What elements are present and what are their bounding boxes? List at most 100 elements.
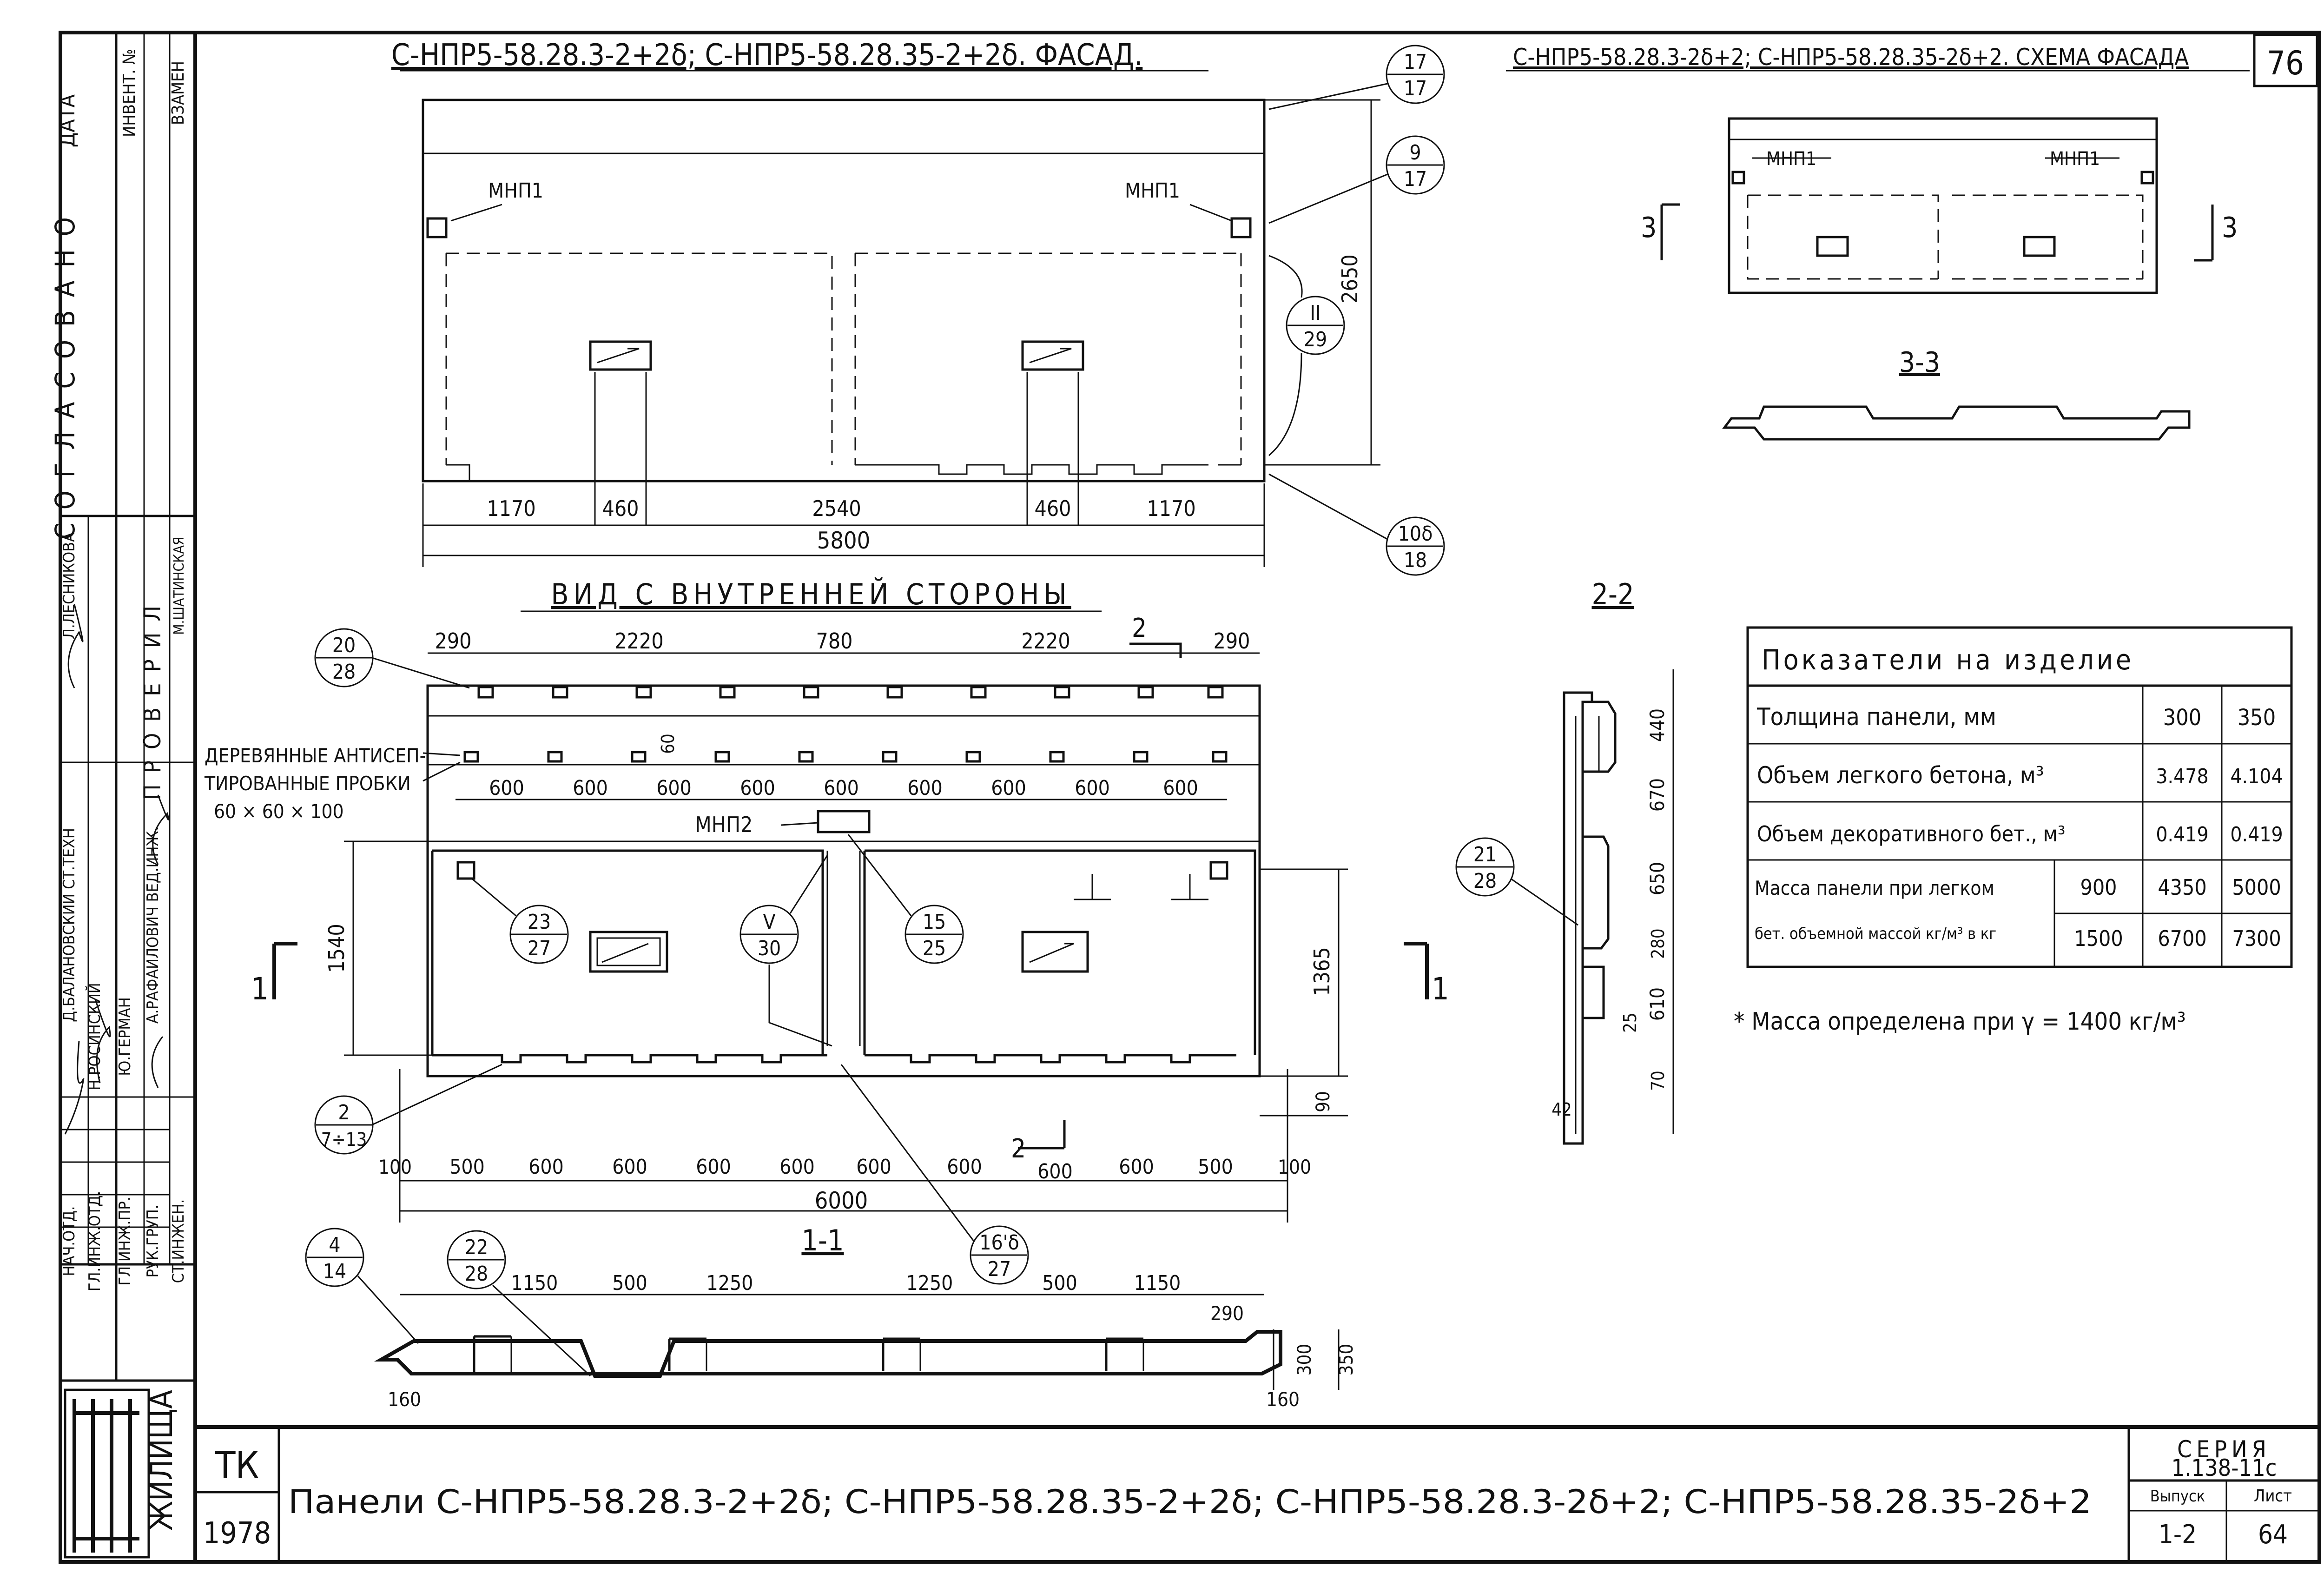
inner-row-dim-4: 600 bbox=[740, 776, 775, 800]
plug-top-8 bbox=[1054, 686, 1070, 699]
inner-section-1-left: 1 bbox=[251, 971, 269, 1007]
inner-row-dim-7: 600 bbox=[991, 776, 1026, 800]
inner-bot-dim-12: 100 bbox=[1278, 1156, 1311, 1178]
stamp-name-6: Л.ЛЕСНИКОВА bbox=[60, 532, 79, 639]
table-row-5-v2: 7300 bbox=[2232, 926, 2281, 951]
plug-row-8 bbox=[1049, 751, 1065, 763]
svg-text:27: 27 bbox=[988, 1257, 1011, 1281]
scheme-section-title: 3-3 bbox=[1899, 346, 1940, 379]
stamp-role-5: СТ.ИНЖЕН. bbox=[169, 1199, 188, 1283]
svg-text:4: 4 bbox=[329, 1233, 340, 1257]
stamp-replaces: ВЗАМЕН bbox=[169, 61, 188, 125]
inner-dim-1540: 1540 bbox=[324, 924, 349, 972]
svg-text:7÷13: 7÷13 bbox=[321, 1129, 367, 1150]
plug-row-1 bbox=[463, 751, 479, 763]
plug-top-10 bbox=[1207, 686, 1224, 699]
inner-dim-90: 90 bbox=[1313, 1091, 1334, 1112]
plug-top-5 bbox=[803, 686, 819, 699]
table-row-4-sub: 900 bbox=[2080, 875, 2117, 900]
svg-text:14: 14 bbox=[323, 1260, 346, 1283]
plug-top-4 bbox=[719, 686, 736, 699]
facade-title: С-НПР5-58.28.3-2+2δ; С-НПР5-58.28.35-2+2… bbox=[391, 38, 1143, 73]
table-row-2-v1: 3.478 bbox=[2156, 765, 2208, 788]
scheme-section-left: 3 bbox=[1641, 212, 1657, 244]
stamp-role-3: ГЛ.ИНЖ.ПР. bbox=[116, 1196, 134, 1285]
svg-text:2: 2 bbox=[338, 1101, 350, 1124]
table-note: * Масса определена при γ = 1400 кг/м³ bbox=[1734, 1008, 2186, 1036]
svg-text:30: 30 bbox=[758, 937, 781, 960]
inner-top-dim-2: 2220 bbox=[614, 628, 663, 654]
svg-text:27: 27 bbox=[528, 937, 551, 960]
section11-title: 1-1 bbox=[801, 1223, 844, 1257]
facade-mark-left: МНП1 bbox=[488, 179, 543, 203]
inner-row-dim-3: 600 bbox=[656, 776, 692, 800]
issue-value: 1-2 bbox=[2159, 1520, 2197, 1550]
plug-top-1 bbox=[477, 686, 494, 699]
org-logo bbox=[64, 1388, 150, 1559]
stamp-role-4: РУК.ГРУП. bbox=[144, 1205, 162, 1278]
table-row-1-v2: 350 bbox=[2238, 705, 2276, 731]
plug-row-5 bbox=[798, 751, 814, 763]
inner-top-dim-5: 290 bbox=[1214, 628, 1250, 654]
plug-row-2 bbox=[547, 751, 563, 763]
plugs-note-2: ТИРОВАННЫЕ ПРОБКИ bbox=[204, 772, 411, 795]
svg-text:17: 17 bbox=[1404, 77, 1427, 100]
section22-dim-42: 42 bbox=[1552, 1099, 1572, 1120]
svg-text:18: 18 bbox=[1404, 549, 1427, 572]
scheme-view: С-НПР5-58.28.3-2δ+2; С-НПР5-58.28.35-2δ+… bbox=[1506, 44, 2250, 441]
top-plugs bbox=[463, 686, 1228, 763]
svg-text:10δ: 10δ bbox=[1398, 522, 1433, 546]
table-title: Показатели на изделие bbox=[1762, 644, 2134, 676]
inner-bot-dim-8: 600 bbox=[947, 1155, 982, 1179]
inner-bot-dim-1: 100 bbox=[378, 1156, 412, 1178]
stamp-name-5: М.ШАТИНСКАЯ bbox=[171, 536, 187, 635]
year-label: 1978 bbox=[203, 1516, 271, 1551]
table-row-4-label: Масса панели при легком bbox=[1755, 877, 1994, 899]
inner-bot-dim-5: 600 bbox=[696, 1155, 731, 1179]
scheme-mark-right: МНП1 bbox=[2050, 148, 2100, 170]
section-2-2: 2-2 440 670 650 280 610 25 70 42 21 28 bbox=[1455, 577, 1674, 1145]
inner-total: 6000 bbox=[815, 1187, 868, 1214]
plug-row-9 bbox=[1133, 751, 1149, 763]
facade-dim-4: 460 bbox=[1035, 496, 1071, 521]
list-value: 64 bbox=[2258, 1520, 2288, 1550]
section11-dim-6: 1150 bbox=[1134, 1271, 1181, 1295]
indicators-table: Показатели на изделие Толщина панели, мм… bbox=[1734, 626, 2293, 1036]
issue-label: Выпуск bbox=[2150, 1487, 2205, 1506]
stamp-role-2: ГЛ.ИНЖ.ОТД. bbox=[86, 1191, 104, 1291]
inner-section-1-right: 1 bbox=[1432, 971, 1449, 1007]
table-row-3-label: Объем декоративного бет., м³ bbox=[1757, 821, 2065, 846]
inner-dim-1365: 1365 bbox=[1309, 947, 1334, 996]
facade-dim-5: 1170 bbox=[1147, 496, 1195, 521]
left-stamp: СОГЛАСОВАНО ДАТА ИНВЕНТ. № ВЗАМЕН ПРОВЕР… bbox=[49, 33, 195, 1559]
scheme-title: С-НПР5-58.28.3-2δ+2; С-НПР5-58.28.35-2δ+… bbox=[1513, 44, 2189, 71]
section11-dim-300: 300 bbox=[1294, 1344, 1315, 1376]
series-label: СЕРИЯ bbox=[2177, 1436, 2271, 1463]
svg-text:21: 21 bbox=[1473, 843, 1497, 866]
inner-section-2-top: 2 bbox=[1132, 613, 1147, 643]
callout-ii-29: II 29 bbox=[1268, 255, 1345, 456]
callout-23-27: 23 27 bbox=[471, 878, 569, 964]
inner-bot-dim-2: 500 bbox=[449, 1155, 485, 1179]
list-label: Лист bbox=[2254, 1487, 2292, 1506]
table-row-5-sub: 1500 bbox=[2074, 926, 2123, 951]
inner-row-dim-5: 600 bbox=[824, 776, 859, 800]
svg-text:20: 20 bbox=[332, 634, 356, 657]
inner-row-dim-2: 600 bbox=[573, 776, 608, 800]
inner-bot-dim-4: 600 bbox=[612, 1155, 647, 1179]
stamp-agreed: СОГЛАСОВАНО bbox=[49, 204, 81, 540]
inner-row-dim-8: 600 bbox=[1075, 776, 1110, 800]
table-row-3-v2: 0.419 bbox=[2230, 823, 2283, 846]
section22-title: 2-2 bbox=[1591, 577, 1634, 611]
svg-text:22: 22 bbox=[465, 1236, 488, 1259]
plug-row-10 bbox=[1212, 751, 1228, 763]
table-row-1-v1: 300 bbox=[2163, 705, 2201, 731]
sheet-frame bbox=[59, 31, 2321, 1564]
stamp-name-2: Н.РОСИНСКИЙ bbox=[85, 983, 104, 1090]
plug-row-7 bbox=[965, 751, 981, 763]
table-row-1-label: Толщина панели, мм bbox=[1756, 703, 1996, 731]
callout-16-27: 16'δ 27 bbox=[840, 1064, 1029, 1285]
series-value: 1.138-11с bbox=[2172, 1454, 2277, 1481]
section11-dim-160-left: 160 bbox=[388, 1388, 421, 1411]
